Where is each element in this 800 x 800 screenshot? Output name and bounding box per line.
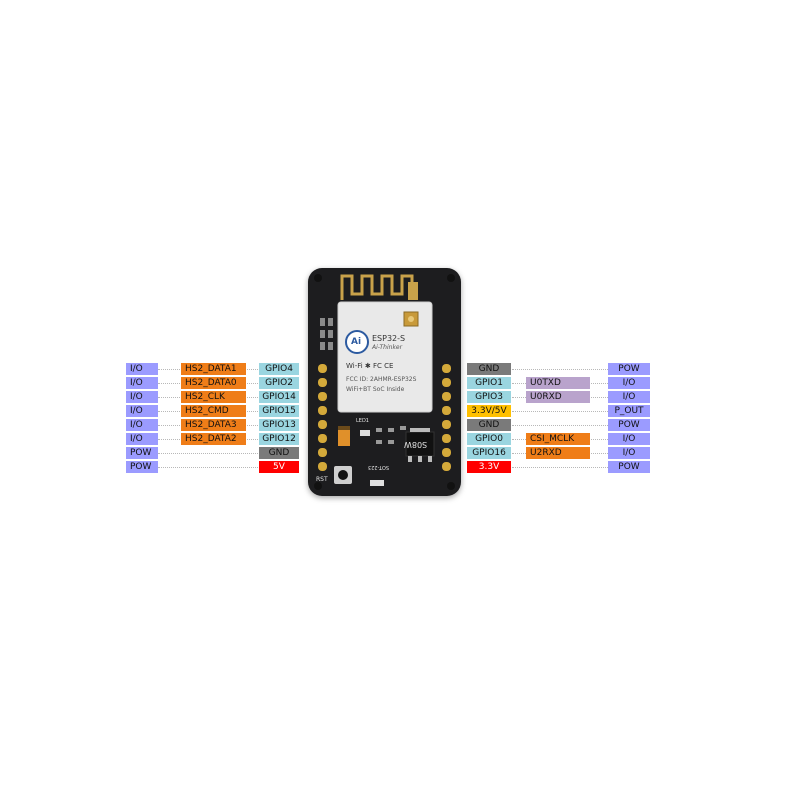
right-pin-label: GPIO1 — [467, 377, 511, 389]
right-function-label: CSI_MCLK — [526, 433, 590, 445]
left-function-label: HS2_DATA2 — [181, 433, 246, 445]
left-pin-label: GPIO4 — [259, 363, 299, 375]
left-type-label: I/O — [126, 433, 158, 445]
left-type-label: I/O — [126, 377, 158, 389]
left-pin-label: GPIO12 — [259, 433, 299, 445]
right-leader-4 — [512, 411, 608, 412]
right-type-label: POW — [608, 419, 650, 431]
board-graphics — [314, 274, 455, 490]
esp32-cam-board: Ai ESP32-S Ai-Thinker Wi-Fi ✱ FC CE FCC … — [308, 268, 461, 496]
right-type-label: I/O — [608, 433, 650, 445]
module-soc-line: WiFi+BT SoC Inside — [346, 386, 405, 393]
right-type-label: P_OUT — [608, 405, 650, 417]
right-pin-label: GND — [467, 363, 511, 375]
left-pin-label: GPIO13 — [259, 419, 299, 431]
left-type-label: I/O — [126, 419, 158, 431]
left-pin-label: GPIO2 — [259, 377, 299, 389]
right-type-label: POW — [608, 363, 650, 375]
right-function-label: U0TXD — [526, 377, 590, 389]
left-pin-label: GND — [259, 447, 299, 459]
left-pin-label: GPIO14 — [259, 391, 299, 403]
left-leader-8 — [158, 467, 258, 468]
module-brand: Ai-Thinker — [372, 344, 403, 351]
module-logo: Ai — [351, 337, 362, 347]
right-pin-label: GPIO0 — [467, 433, 511, 445]
left-function-label: HS2_DATA1 — [181, 363, 246, 375]
rst-label: RST — [316, 476, 328, 483]
right-pin-label: 3.3V/5V — [467, 405, 511, 417]
right-type-label: I/O — [608, 377, 650, 389]
module-fcc-id: FCC ID: 2AHMR-ESP32S — [346, 376, 417, 383]
left-type-label: I/O — [126, 405, 158, 417]
right-leader-1 — [512, 369, 608, 370]
left-type-label: POW — [126, 461, 158, 473]
left-pin-label: GPIO15 — [259, 405, 299, 417]
left-leader-7 — [158, 453, 258, 454]
chip-marking: S08W — [404, 440, 428, 449]
regulator-label: SOT-223 — [368, 464, 390, 470]
right-pin-label: GND — [467, 419, 511, 431]
left-pin-label: 5V — [259, 461, 299, 473]
right-pin-label: GPIO3 — [467, 391, 511, 403]
left-function-label: HS2_CLK — [181, 391, 246, 403]
right-type-label: I/O — [608, 447, 650, 459]
led-label: LED1 — [356, 418, 369, 424]
left-function-label: HS2_CMD — [181, 405, 246, 417]
right-leader-5 — [512, 425, 608, 426]
left-type-label: POW — [126, 447, 158, 459]
module-cert-marks: Wi-Fi ✱ FC CE — [346, 362, 394, 370]
right-type-label: I/O — [608, 391, 650, 403]
right-pin-label: 3.3V — [467, 461, 511, 473]
right-leader-8 — [512, 467, 608, 468]
right-function-label: U2RXD — [526, 447, 590, 459]
left-function-label: HS2_DATA0 — [181, 377, 246, 389]
left-type-label: I/O — [126, 363, 158, 375]
module-name: ESP32-S — [372, 334, 406, 343]
right-type-label: POW — [608, 461, 650, 473]
right-function-label: U0RXD — [526, 391, 590, 403]
left-function-label: HS2_DATA3 — [181, 419, 246, 431]
left-type-label: I/O — [126, 391, 158, 403]
right-pin-label: GPIO16 — [467, 447, 511, 459]
